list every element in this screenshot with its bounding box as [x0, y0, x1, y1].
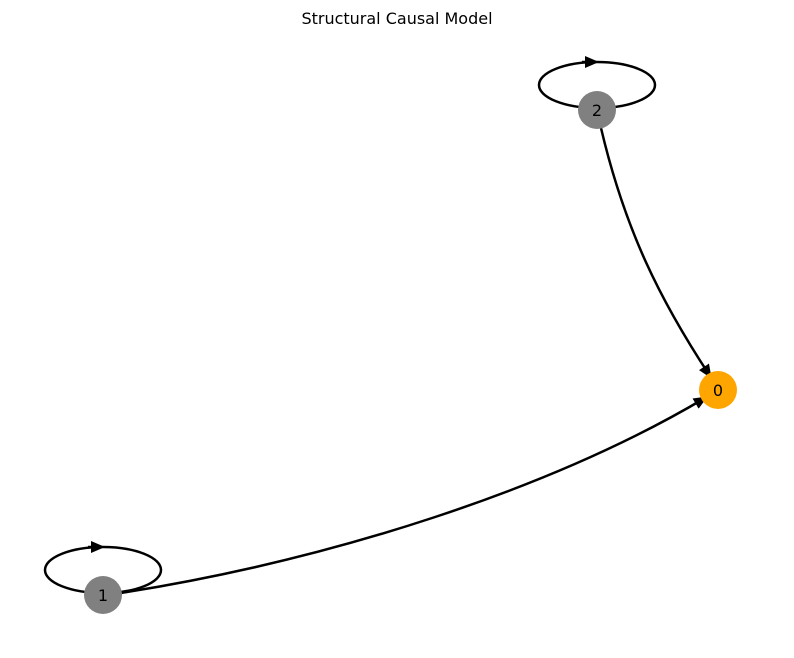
- node-1[interactable]: 1: [84, 576, 122, 614]
- node-label-2: 2: [592, 101, 602, 120]
- edge-2-to-0: [599, 127, 712, 379]
- node-label-0: 0: [713, 381, 723, 400]
- edge-1-to-0: [120, 396, 708, 595]
- node-2[interactable]: 2: [578, 91, 616, 129]
- diagram-title: Structural Causal Model: [301, 9, 492, 28]
- node-label-1: 1: [98, 586, 108, 605]
- node-0[interactable]: 0: [699, 371, 737, 409]
